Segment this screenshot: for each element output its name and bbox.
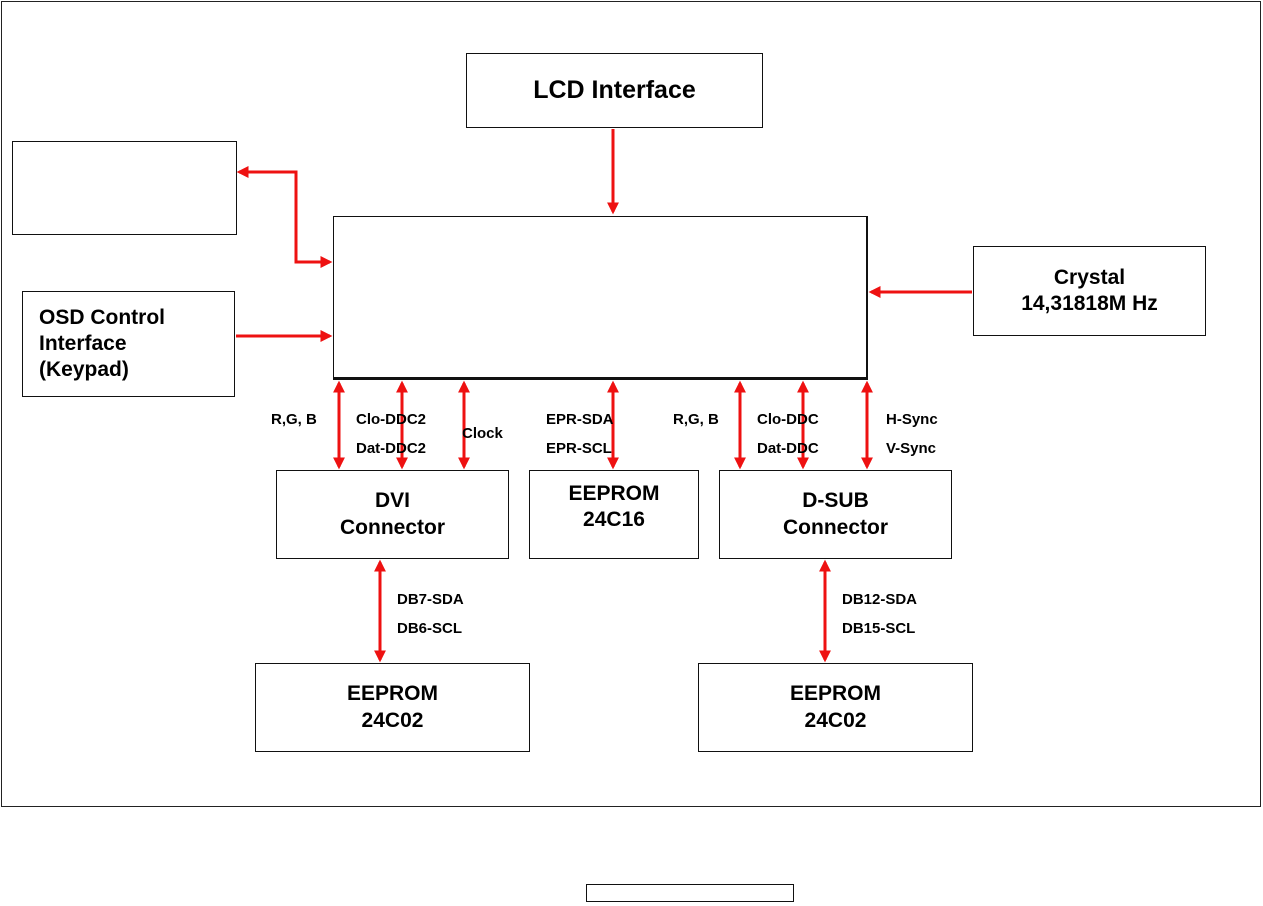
vsync-label: V-Sync xyxy=(886,440,937,457)
dsub-connector-label: D-SUB Connector xyxy=(783,489,888,539)
lcd-interface-block: LCD Interface xyxy=(466,53,763,128)
hsync-label: H-Sync xyxy=(886,411,938,428)
dsub-rgb-label: R,G, B xyxy=(673,411,719,428)
epr-scl-label: EPR-SCL xyxy=(546,440,612,457)
dsub-connector-block: D-SUB Connector xyxy=(719,470,952,559)
dvi-connector-label: DVI Connector xyxy=(340,489,445,539)
eeprom-24c16-label: EEPROM 24C16 xyxy=(568,482,660,532)
eeprom-dsub-block: EEPROM 24C02 xyxy=(698,663,973,752)
dsub-clo-label: Clo-DDC xyxy=(757,411,819,428)
dvi-dat-label: Dat-DDC2 xyxy=(356,440,427,457)
db6-scl-label: DB6-SCL xyxy=(397,620,463,637)
eeprom-dvi-block: EEPROM 24C02 xyxy=(255,663,530,752)
crystal-block: Crystal 14,31818M Hz xyxy=(973,246,1206,336)
eeprom-dvi-label: EEPROM 24C02 xyxy=(346,682,438,732)
diagram-frame xyxy=(1,1,1261,807)
eeprom-24c16-block: EEPROM 24C16 xyxy=(529,470,699,559)
db15-scl-label: DB15-SCL xyxy=(842,620,916,637)
dvi-clock-label: Clock xyxy=(462,425,503,442)
eeprom-dsub-label: EEPROM 24C02 xyxy=(789,682,881,732)
dsub-dat-label: Dat-DDC xyxy=(757,440,819,457)
main-scaler-block xyxy=(333,216,868,380)
lcd-interface-label: LCD Interface xyxy=(533,75,696,104)
db7-sda-label: DB7-SDA xyxy=(397,591,464,608)
topleft-to-scaler-arrow xyxy=(236,166,333,268)
crystal-label: Crystal 14,31818M Hz xyxy=(1021,265,1158,315)
osd-control-label: OSD Control Interface (Keypad) xyxy=(39,305,165,382)
dvi-connector-block: DVI Connector xyxy=(276,470,509,559)
db12-sda-label: DB12-SDA xyxy=(842,591,918,608)
dvi-clo-label: Clo-DDC2 xyxy=(356,411,426,428)
epr-sda-label: EPR-SDA xyxy=(546,411,614,428)
dvi-rgb-label: R,G, B xyxy=(271,411,317,428)
caption-box xyxy=(586,884,794,902)
unlabeled-top-left-block xyxy=(12,141,237,235)
osd-control-block: OSD Control Interface (Keypad) xyxy=(22,291,235,397)
